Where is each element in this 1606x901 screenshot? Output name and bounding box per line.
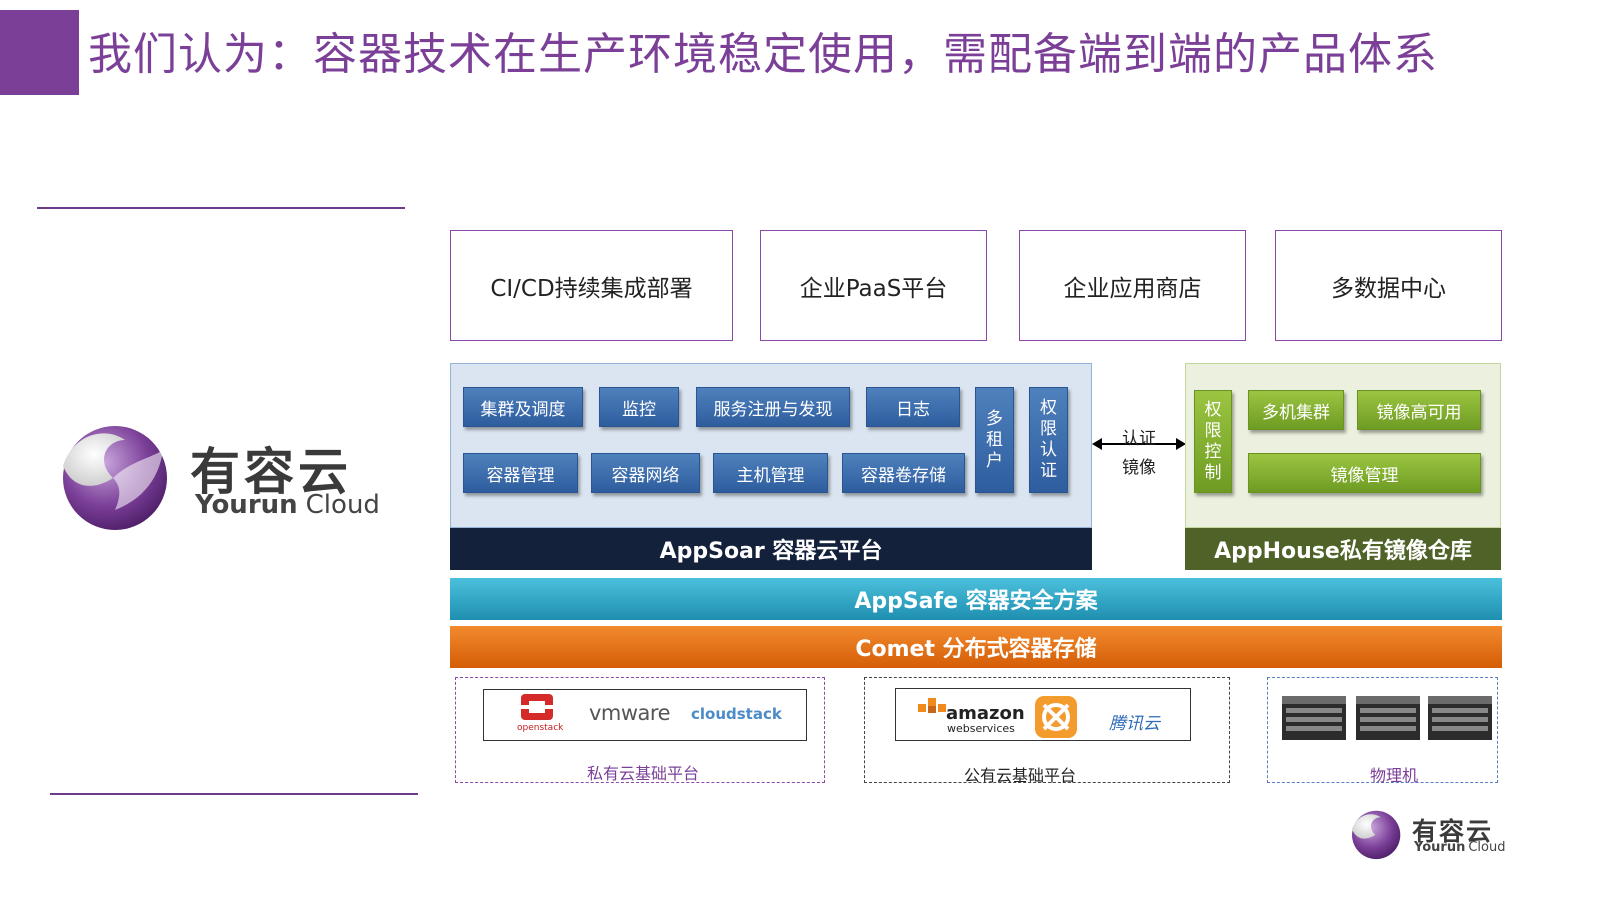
chip-char: 认 xyxy=(1040,440,1057,460)
server-icon xyxy=(1282,696,1346,740)
footer-logo-cn: 有容云 xyxy=(1412,817,1494,846)
tencent-cloud-logo-text: 腾讯云 xyxy=(1109,714,1160,734)
top-box-cicd: CI/CD持续集成部署 xyxy=(450,230,733,341)
chip-container-mgmt: 容器管理 xyxy=(463,453,578,493)
chip-char: 控 xyxy=(1204,441,1222,462)
chip-host-mgmt: 主机管理 xyxy=(713,453,828,493)
server-rack-icons xyxy=(1282,696,1492,740)
openstack-logo-icon xyxy=(521,694,553,720)
yourun-logo-icon xyxy=(63,426,167,530)
chip-image-ha: 镜像高可用 xyxy=(1357,390,1481,430)
amazon-logo-text: amazon xyxy=(946,703,1025,724)
top-box-paas: 企业PaaS平台 xyxy=(760,230,987,341)
footer-logo-en-a: Yourun xyxy=(1414,840,1466,855)
chip-char: 权 xyxy=(1204,399,1222,420)
openstack-logo-text: openstack xyxy=(517,723,564,733)
chip-service-discovery: 服务注册与发现 xyxy=(696,387,850,427)
title-accent-block xyxy=(0,10,79,95)
chip-char: 租 xyxy=(986,429,1003,450)
cloudstack-logo-text: cloudstack xyxy=(691,705,782,723)
comet-bar: Comet 分布式容器存储 xyxy=(450,626,1502,668)
chip-char: 证 xyxy=(1040,461,1057,481)
private-cloud-caption: 私有云基础平台 xyxy=(587,764,700,783)
chip-monitoring: 监控 xyxy=(599,387,679,427)
logo-name-en-b: Cloud xyxy=(305,490,380,520)
aliyun-logo-icon xyxy=(1035,696,1077,738)
chip-cluster-scheduling: 集群及调度 xyxy=(463,387,583,427)
server-icon xyxy=(1356,696,1420,740)
link-label-auth: 认证 xyxy=(1122,429,1156,449)
chip-char: 限 xyxy=(1204,420,1222,441)
appsafe-bar: AppSafe 容器安全方案 xyxy=(450,578,1502,620)
chip-char: 权 xyxy=(1040,398,1057,418)
vmware-logo-text: vmware xyxy=(589,701,671,725)
chip-access-control: 权 限 控 制 xyxy=(1194,390,1232,493)
webservices-logo-text: webservices xyxy=(947,722,1015,735)
logo-name-cn: 有容云 xyxy=(190,443,352,501)
chip-char: 制 xyxy=(1204,462,1222,483)
link-label-image: 镜像 xyxy=(1122,458,1156,478)
public-cloud-caption: 公有云基础平台 xyxy=(964,766,1077,785)
bidirectional-arrow-icon xyxy=(1092,438,1186,450)
private-cloud-group xyxy=(455,677,825,783)
footer-logo-en-b: Cloud xyxy=(1468,840,1506,855)
divider-bottom xyxy=(50,793,418,795)
top-box-multi-dc: 多数据中心 xyxy=(1275,230,1502,341)
divider-top xyxy=(37,207,405,209)
apphouse-label-bar: AppHouse私有镜像仓库 xyxy=(1185,528,1501,570)
chip-container-network: 容器网络 xyxy=(591,453,700,493)
appsoar-label-bar: AppSoar 容器云平台 xyxy=(450,528,1092,570)
logo-name-en-a: Yourun xyxy=(195,490,298,520)
chip-char: 户 xyxy=(986,450,1003,471)
chip-char: 多 xyxy=(986,408,1003,429)
physical-caption: 物理机 xyxy=(1370,766,1419,785)
public-cloud-group xyxy=(864,677,1230,783)
chip-char: 限 xyxy=(1040,419,1057,439)
chip-auth: 权 限 认 证 xyxy=(1029,387,1068,493)
chip-multi-cluster: 多机集群 xyxy=(1248,390,1344,430)
server-icon xyxy=(1428,696,1492,740)
chip-logging: 日志 xyxy=(866,387,960,427)
chip-volume-storage: 容器卷存储 xyxy=(842,453,965,493)
top-box-app-store: 企业应用商店 xyxy=(1019,230,1246,341)
physical-group xyxy=(1267,677,1498,783)
chip-multi-tenant: 多 租 户 xyxy=(975,387,1014,493)
yourun-logo-small-icon xyxy=(1352,810,1401,860)
aws-cubes-icon xyxy=(918,698,946,713)
chip-image-mgmt: 镜像管理 xyxy=(1248,453,1481,493)
apphouse-panel xyxy=(1185,363,1501,528)
page-title: 我们认为：容器技术在生产环境稳定使用，需配备端到端的产品体系 xyxy=(88,29,1438,80)
